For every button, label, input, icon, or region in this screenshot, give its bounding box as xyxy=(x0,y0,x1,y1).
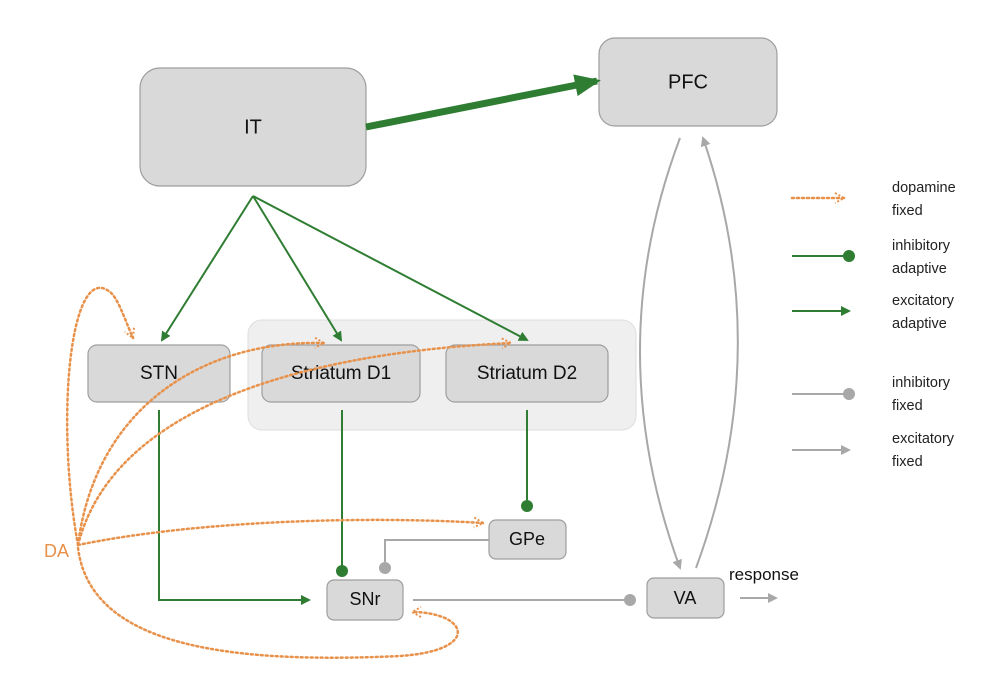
da-to-gpe-arrow xyxy=(76,520,483,547)
it-to-d1-arrow xyxy=(252,195,343,342)
svg-text:adaptive: adaptive xyxy=(892,261,947,277)
d1-to-snr-dot xyxy=(336,565,348,577)
svg-text:dopamine: dopamine xyxy=(892,180,956,196)
d2-to-gpe-dot xyxy=(521,500,533,512)
node-gpe-label: GPe xyxy=(509,529,545,549)
legend-item-excitatory-fixed: excitatory fixed xyxy=(792,431,955,470)
snr-to-va-dot xyxy=(624,594,636,606)
node-snr: SNr xyxy=(326,579,404,621)
it-to-d2-arrow xyxy=(252,195,529,341)
node-stn: STN xyxy=(87,344,231,403)
legend-item-inhibitory-adaptive: inhibitory adaptive xyxy=(792,238,951,277)
response-label: response xyxy=(729,565,799,584)
node-striatum-d2-label: Striatum D2 xyxy=(477,363,577,384)
gpe-to-snr-dot xyxy=(379,562,391,574)
da-to-d2-arrow xyxy=(76,343,511,547)
svg-text:fixed: fixed xyxy=(892,398,923,414)
node-striatum-d1: Striatum D1 xyxy=(261,344,421,403)
stn-to-snr-arrow xyxy=(158,410,311,605)
legend-item-inhibitory-fixed: inhibitory fixed xyxy=(792,375,951,414)
gpe-to-snr-inhibit xyxy=(384,539,489,562)
svg-text:inhibitory: inhibitory xyxy=(892,375,951,391)
da-to-snr-arrow xyxy=(76,546,459,659)
it-to-pfc-arrow xyxy=(365,74,601,131)
legend: dopamine fixed inhibitory adaptive excit… xyxy=(790,180,956,470)
dopamine-projections xyxy=(65,286,511,659)
da-to-d1-arrow xyxy=(76,343,324,547)
it-to-stn-arrow xyxy=(160,195,254,342)
svg-text:excitatory: excitatory xyxy=(892,293,955,309)
node-va-label: VA xyxy=(674,588,697,608)
node-snr-label: SNr xyxy=(350,589,381,609)
node-pfc-label: PFC xyxy=(668,71,708,93)
svg-text:adaptive: adaptive xyxy=(892,316,947,332)
node-striatum-d2: Striatum D2 xyxy=(445,344,609,403)
va-to-pfc-arrow xyxy=(695,136,739,569)
pfc-to-va-arrow xyxy=(639,137,682,570)
legend-item-excitatory-adaptive: excitatory adaptive xyxy=(792,293,955,332)
svg-text:inhibitory: inhibitory xyxy=(892,238,951,254)
svg-text:fixed: fixed xyxy=(892,454,923,470)
node-striatum-d1-label: Striatum D1 xyxy=(291,363,391,384)
node-it-label: IT xyxy=(244,116,262,138)
node-stn-label: STN xyxy=(140,363,178,384)
da-to-stn-arrow xyxy=(65,286,133,547)
svg-text:fixed: fixed xyxy=(892,203,923,219)
node-pfc: PFC xyxy=(598,37,778,127)
svg-text:excitatory: excitatory xyxy=(892,431,955,447)
da-label: DA xyxy=(44,541,69,561)
legend-item-dopamine-fixed: dopamine fixed xyxy=(790,180,956,219)
node-va: VA xyxy=(646,577,725,619)
node-it: IT xyxy=(139,67,367,187)
node-gpe: GPe xyxy=(488,519,567,560)
